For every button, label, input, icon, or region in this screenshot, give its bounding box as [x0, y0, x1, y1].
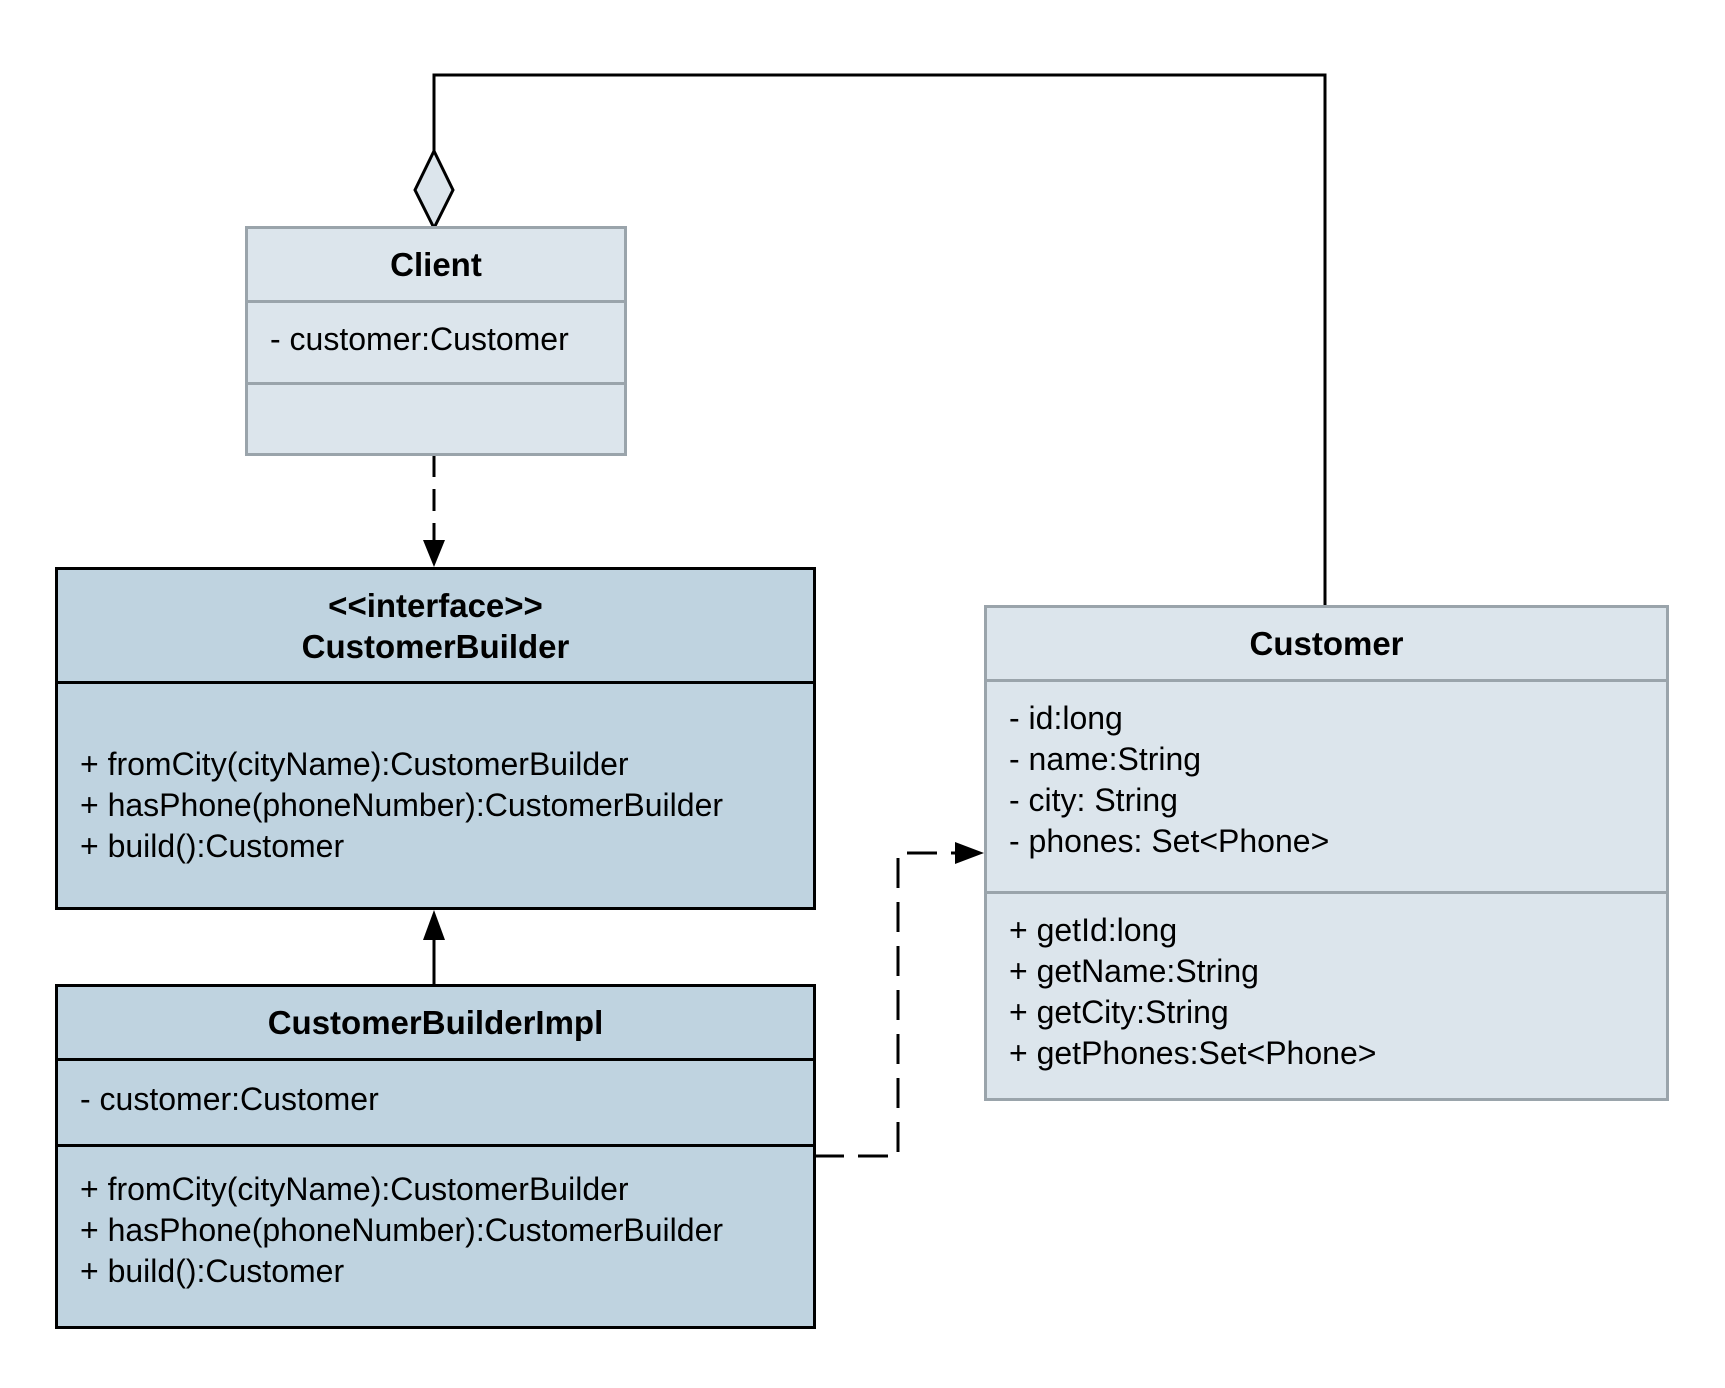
class-header: Customer	[987, 608, 1666, 679]
dependency-arrowhead-icon	[955, 842, 984, 864]
class-customer-builder[interactable]: <<interface>> CustomerBuilder + fromCity…	[55, 567, 816, 910]
attribute-section: - id:long - name:String - city: String -…	[987, 679, 1666, 891]
aggregation-diamond-icon	[413, 147, 455, 232]
realization-arrowhead-icon	[423, 910, 445, 940]
method-item: + hasPhone(phoneNumber):CustomerBuilder	[80, 787, 724, 823]
dependency-line-impl-customer	[814, 851, 958, 1158]
method-item: + fromCity(cityName):CustomerBuilder	[80, 1171, 629, 1207]
method-item: + hasPhone(phoneNumber):CustomerBuilder	[80, 1212, 724, 1248]
class-client[interactable]: Client - customer:Customer	[245, 226, 627, 456]
class-customer-builder-impl[interactable]: CustomerBuilderImpl - customer:Customer …	[55, 984, 816, 1329]
aggregation-line-client-customer	[432, 73, 1327, 605]
method-item: + build():Customer	[80, 828, 345, 864]
method-section: + getId:long + getName:String + getCity:…	[987, 891, 1666, 1098]
class-name: Client	[390, 246, 482, 283]
method-section: + fromCity(cityName):CustomerBuilder + h…	[58, 1144, 813, 1326]
attribute-item: - city: String	[1009, 782, 1178, 818]
class-header: Client	[248, 229, 624, 300]
class-stereotype: <<interface>>	[328, 586, 543, 624]
class-name: CustomerBuilderImpl	[267, 1004, 604, 1041]
class-customer[interactable]: Customer - id:long - name:String - city:…	[984, 605, 1669, 1101]
method-item: + getId:long	[1009, 912, 1178, 948]
attribute-item: - customer:Customer	[80, 1081, 379, 1117]
class-name: Customer	[1249, 625, 1404, 662]
method-section	[248, 382, 624, 453]
method-section: + fromCity(cityName):CustomerBuilder + h…	[58, 681, 813, 907]
method-item: + build():Customer	[80, 1253, 345, 1289]
attribute-item: - id:long	[1009, 700, 1123, 736]
method-item: + fromCity(cityName):CustomerBuilder	[80, 746, 629, 782]
class-name: CustomerBuilder	[301, 627, 570, 665]
method-item: + getName:String	[1009, 953, 1259, 989]
class-header: <<interface>> CustomerBuilder	[58, 570, 813, 681]
attribute-item: - customer:Customer	[270, 321, 569, 357]
attribute-section: - customer:Customer	[248, 300, 624, 382]
attribute-item: - name:String	[1009, 741, 1202, 777]
method-item: + getCity:String	[1009, 994, 1229, 1030]
attribute-item: - phones: Set<Phone>	[1009, 823, 1330, 859]
class-header: CustomerBuilderImpl	[58, 987, 813, 1058]
method-item: + getPhones:Set<Phone>	[1009, 1035, 1377, 1071]
attribute-section: - customer:Customer	[58, 1058, 813, 1144]
dependency-arrowhead-icon	[423, 540, 445, 567]
